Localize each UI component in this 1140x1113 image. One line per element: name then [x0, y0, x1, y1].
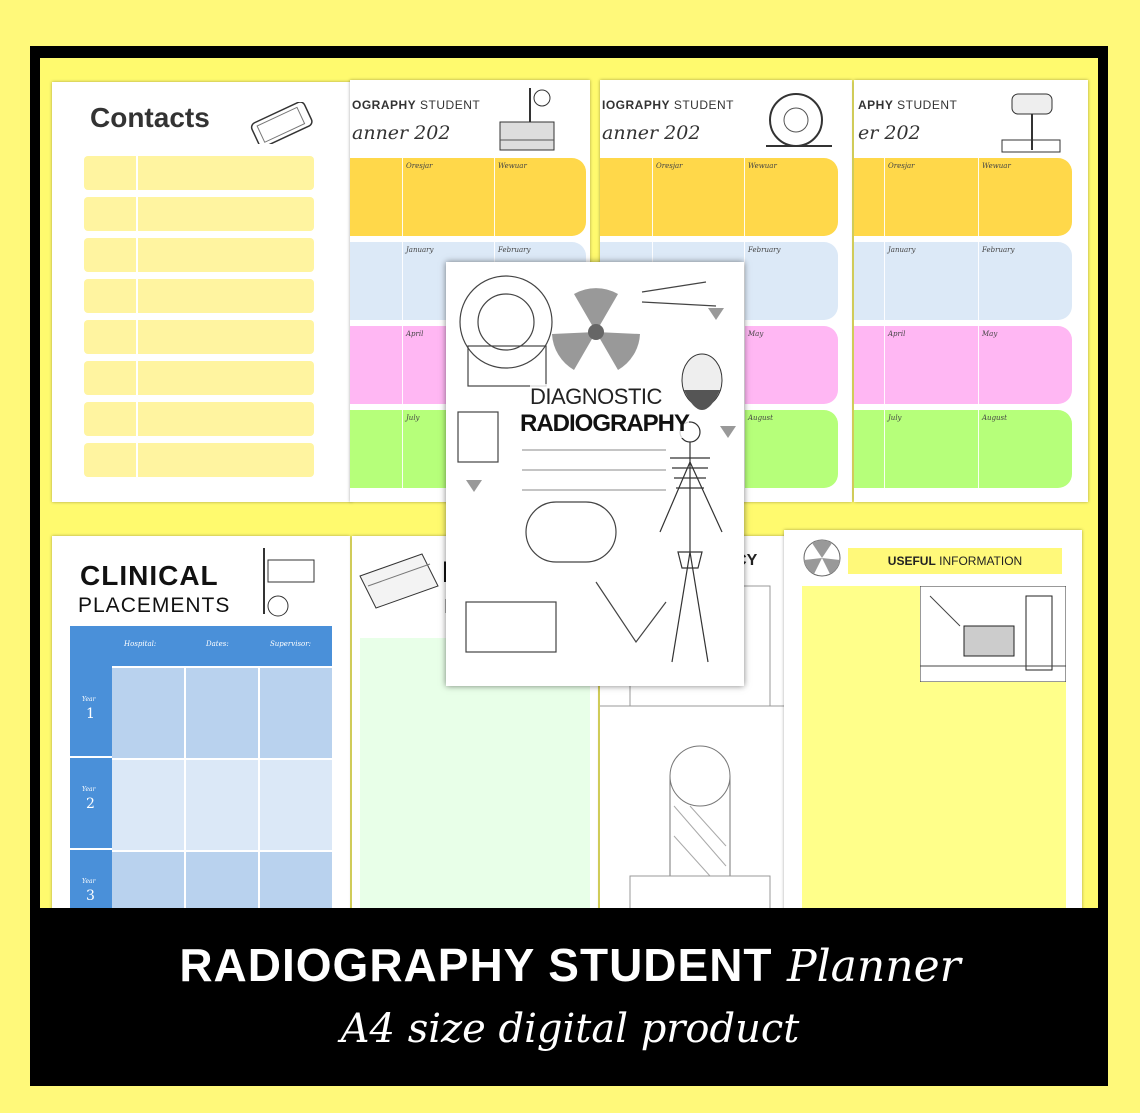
cover-title-line2: RADIOGRAPHY — [520, 410, 690, 438]
xray-room-sketch — [920, 586, 1066, 682]
banner-title-script: Planner — [786, 941, 961, 992]
collage-area: Contacts OGRAPHY STUDENT anner 202 Oresj… — [40, 58, 1098, 908]
useful-info-page: USEFUL INFORMATION — [784, 530, 1082, 908]
contact-row — [84, 279, 314, 313]
radiation-icon — [803, 539, 841, 577]
contact-row — [84, 361, 314, 395]
contacts-title: Contacts — [90, 102, 210, 133]
useful-header: USEFUL INFORMATION — [848, 548, 1062, 574]
clinical-placements-page: CLINICAL PLACEMENTS Hospital: Dates: Sup… — [52, 536, 350, 908]
banner-line2: A4 size digital product — [340, 1006, 800, 1052]
film-cassette-icon — [359, 553, 439, 609]
planner-heading: APHY STUDENT — [858, 98, 958, 112]
cover-title-line1: DIAGNOSTIC — [530, 384, 662, 410]
cover-illustration — [457, 275, 736, 663]
contact-row — [84, 402, 314, 436]
banner-line1: RADIOGRAPHY STUDENT Planner — [0, 938, 1140, 998]
contact-row — [84, 320, 314, 354]
contact-row — [84, 156, 314, 190]
cover-page: DIAGNOSTIC RADIOGRAPHY — [446, 262, 744, 686]
ct-scanner-icon — [766, 93, 832, 147]
clinical-title: CLINICAL — [80, 560, 219, 591]
placements-title: PLACEMENTS — [78, 594, 231, 617]
placements-table: Hospital: Dates: Supervisor: Year 1 Year… — [70, 626, 332, 908]
contact-row — [84, 443, 314, 477]
contact-row — [84, 238, 314, 272]
xray-stand-icon — [263, 548, 315, 617]
banner: RADIOGRAPHY STUDENT Planner A4 size digi… — [0, 908, 1140, 1052]
xray-machine-icon — [499, 88, 555, 151]
contacts-page: Contacts — [52, 82, 352, 502]
planner-heading: IOGRAPHY STUDENT — [602, 98, 735, 112]
banner-title-bold: RADIOGRAPHY STUDENT — [179, 939, 773, 991]
contact-row — [84, 197, 314, 231]
planner-subtitle: anner 202 — [602, 122, 701, 144]
xray-tube-icon — [1001, 93, 1061, 153]
planner-subtitle: er 202 — [858, 122, 921, 144]
phone-icon — [250, 102, 313, 144]
skeleton-sketch — [659, 421, 723, 663]
planner-heading: OGRAPHY STUDENT — [352, 98, 481, 112]
portrait-sketch — [681, 353, 723, 410]
planner-subtitle: anner 202 — [352, 122, 451, 144]
